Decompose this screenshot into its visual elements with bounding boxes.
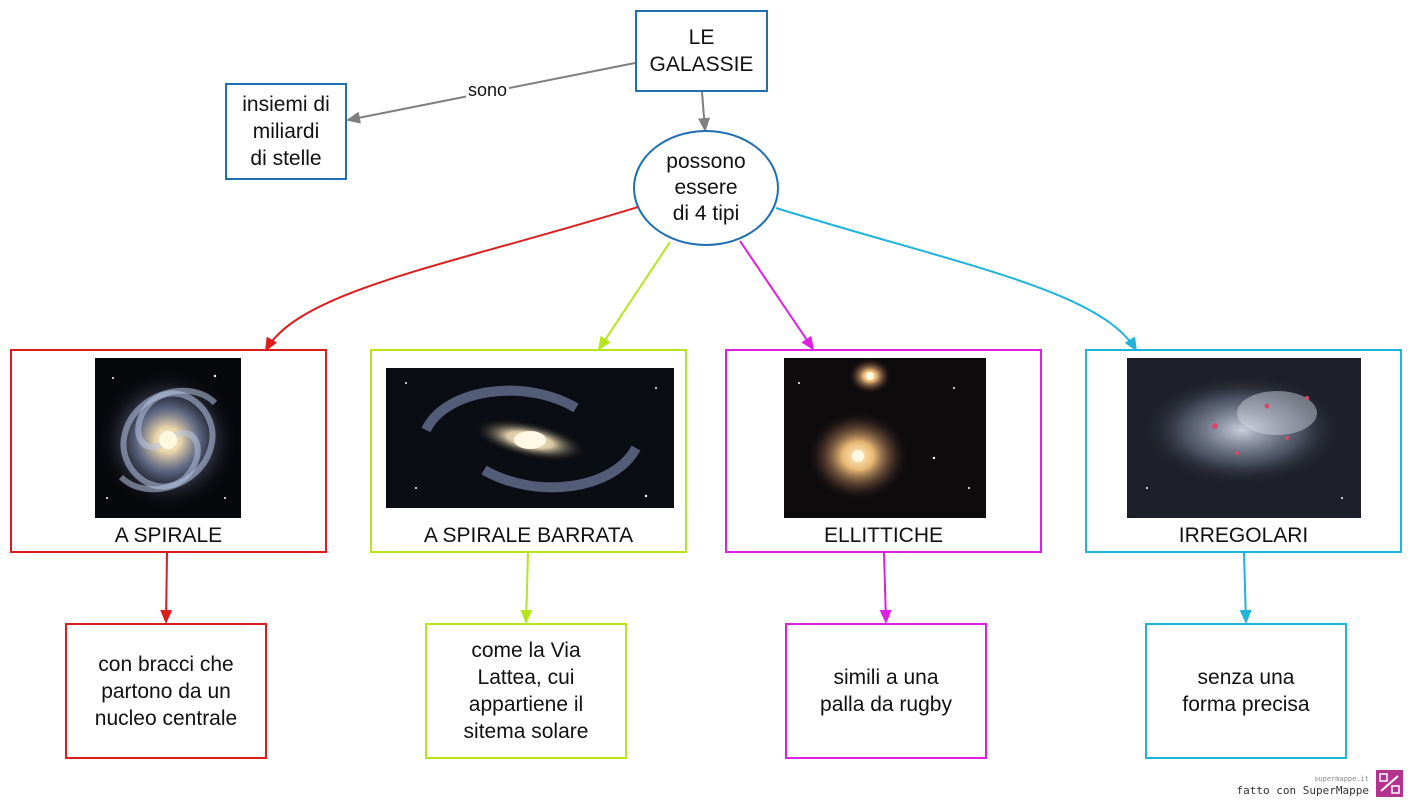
link-label-sono: sono (466, 80, 510, 101)
footer-credit-text: fatto con SuperMappe (1236, 784, 1369, 797)
root-node[interactable]: LE GALASSIE (635, 10, 768, 92)
type-title: IRREGOLARI (1178, 524, 1309, 547)
supermappe-logo-icon (1376, 770, 1403, 797)
irregular-galaxy-photo (1127, 358, 1361, 518)
edge-elliptical-desc (879, 552, 892, 624)
type-node-barred-spiral[interactable]: A SPIRALE BARRATA (370, 349, 687, 553)
footer-site: supermappe.it (1314, 775, 1369, 783)
barred-spiral-galaxy-photo (386, 368, 674, 508)
edge-hub-spiral (265, 206, 639, 352)
description-spiral[interactable]: con bracci che partono da un nucleo cent… (65, 623, 267, 759)
elliptical-galaxy-photo (784, 358, 986, 518)
edge-hub-elliptical (739, 240, 815, 351)
footer-credit: supermappe.it fatto con SuperMappe (1237, 775, 1369, 797)
edge-spiral-desc (160, 552, 173, 624)
type-title: A SPIRALE BARRATA (423, 524, 634, 547)
edge-root-hub (698, 91, 711, 132)
edge-hub-irregular (775, 207, 1138, 352)
edge-irregular-desc (1239, 552, 1252, 624)
type-node-irregular[interactable]: IRREGOLARI (1085, 349, 1402, 553)
type-node-elliptical[interactable]: ELLITTICHE (725, 349, 1042, 553)
description-elliptical[interactable]: simili a una palla da rugby (785, 623, 987, 759)
type-title: A SPIRALE (114, 524, 223, 547)
type-title: ELLITTICHE (823, 524, 944, 547)
edge-barred-desc (520, 552, 533, 624)
description-irregular[interactable]: senza una forma precisa (1145, 623, 1347, 759)
hub-node[interactable]: possono essere di 4 tipi (633, 130, 779, 246)
description-barred-spiral[interactable]: come la Via Lattea, cui appartiene il si… (425, 623, 627, 759)
type-node-spiral[interactable]: A SPIRALE (10, 349, 327, 553)
edge-hub-barred (597, 241, 671, 351)
definition-node[interactable]: insiemi di miliardi di stelle (225, 83, 347, 180)
spiral-galaxy-photo (95, 358, 241, 518)
